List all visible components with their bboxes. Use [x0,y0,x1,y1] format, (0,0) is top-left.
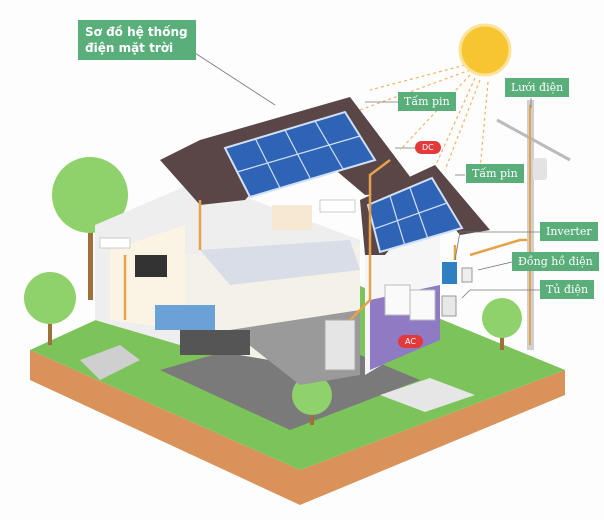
label-cabinet: Tủ điện [540,280,595,299]
utility-pole [496,100,571,350]
sun-rays [359,64,489,201]
ac-badge: AC [398,335,423,348]
second-roof [360,165,490,255]
solar-panel-main [223,110,377,199]
label-solar-panel-second: Tấm pin [466,164,524,183]
house [80,180,440,385]
meter-device [461,267,473,283]
label-meter: Đồng hồ điện [512,252,599,271]
cabinet-device [441,295,457,317]
leader-lines [194,52,540,299]
trees [24,157,522,425]
wiring [123,159,530,321]
inverter-device [442,262,457,284]
label-inverter: Inverter [540,222,598,241]
main-roof [160,97,420,205]
label-grid: Lưới điện [505,78,570,97]
sun-icon [458,23,512,77]
dc-badge: DC [415,141,441,154]
label-solar-panel-main: Tấm pin [398,92,456,111]
diagram-title: Sơ đồ hệ thống điện mặt trời [78,20,196,60]
